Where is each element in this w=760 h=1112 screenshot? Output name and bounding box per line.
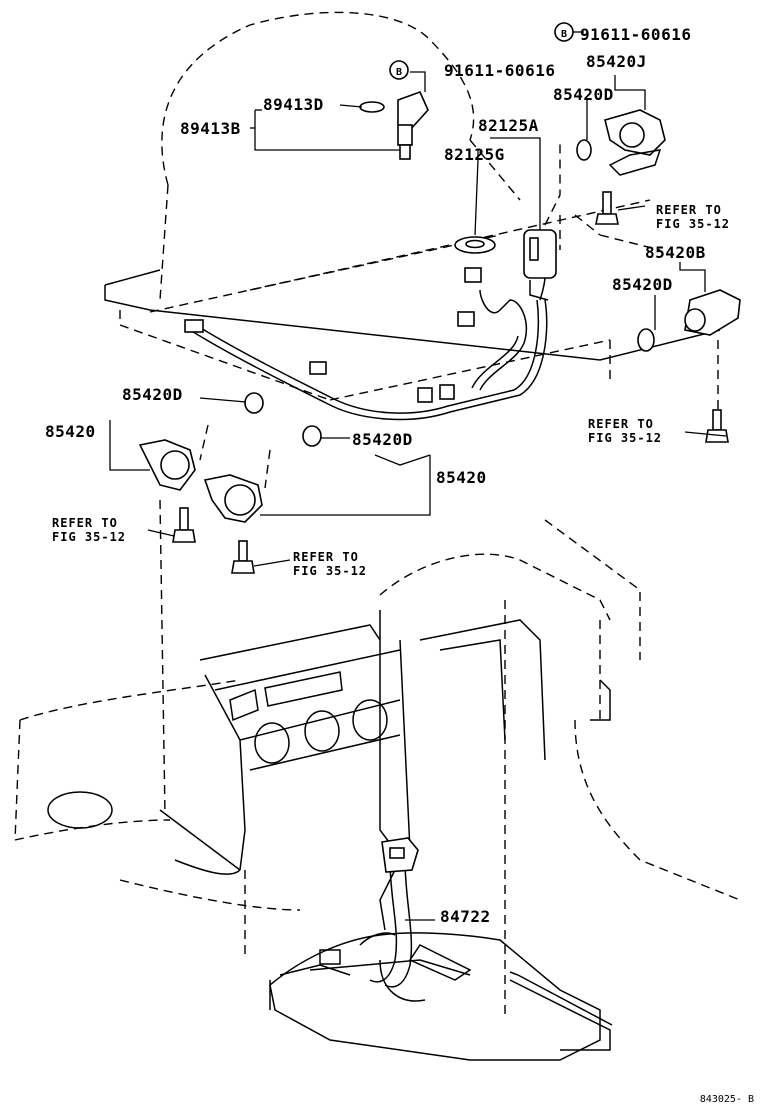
sensor-89413b xyxy=(359,90,429,160)
callout-85420-left: 85420 xyxy=(45,422,96,441)
callout-85420b: 85420B xyxy=(645,243,706,262)
bolt-icon xyxy=(595,191,619,225)
callout-85420-center: 85420 xyxy=(436,468,487,487)
grommet-82125g xyxy=(454,236,496,254)
refer-line2: FIG 35-12 xyxy=(656,217,730,231)
b-marker-label: B xyxy=(396,67,402,78)
callout-85420d-topright: 85420D xyxy=(553,85,614,104)
refer-note-4: REFER TO FIG 35-12 xyxy=(293,550,367,578)
refer-line2: FIG 35-12 xyxy=(293,564,367,578)
connector-f xyxy=(439,384,455,400)
connector-e xyxy=(417,387,433,403)
callout-84722: 84722 xyxy=(440,907,491,926)
connector-a xyxy=(184,319,204,333)
wire-harness xyxy=(184,229,557,421)
callout-89413b: 89413B xyxy=(180,119,241,138)
connector-d xyxy=(464,267,482,283)
refer-line2: FIG 35-12 xyxy=(588,431,662,445)
callout-91611-mid: 91611-60616 xyxy=(444,61,555,80)
figure-code: 843025- B xyxy=(700,1094,754,1105)
callout-85420d-left: 85420D xyxy=(122,385,183,404)
leader-lines-upper xyxy=(109,31,727,567)
refer-note-3: REFER TO FIG 35-12 xyxy=(52,516,126,544)
sensor-slot xyxy=(529,237,539,261)
bolt-icon xyxy=(172,507,196,543)
sensor-82125a xyxy=(523,229,557,279)
sensor-85420-center xyxy=(203,425,322,523)
center-console xyxy=(269,932,613,1061)
shift-lever-harness-84722 xyxy=(369,837,435,988)
connector-c xyxy=(457,311,475,327)
sensor-85420j xyxy=(576,109,666,176)
refer-note-1: REFER TO FIG 35-12 xyxy=(656,203,730,231)
refer-line1: REFER TO xyxy=(293,550,359,564)
callout-82125g: 82125G xyxy=(444,145,505,164)
refer-note-2: REFER TO FIG 35-12 xyxy=(588,417,662,445)
b-marker-top: B xyxy=(554,22,574,42)
callout-89413d: 89413D xyxy=(263,95,324,114)
bolt-icon xyxy=(231,540,255,574)
callout-85420d-right: 85420D xyxy=(612,275,673,294)
sensor-85420b xyxy=(637,289,741,420)
bolt-icon xyxy=(705,409,729,443)
callout-85420d-center: 85420D xyxy=(352,430,413,449)
refer-line1: REFER TO xyxy=(656,203,722,217)
refer-line1: REFER TO xyxy=(52,516,118,530)
sensor-85420-left xyxy=(138,392,264,491)
dashboard-outline xyxy=(14,499,741,1020)
callout-91611-top: 91611-60616 xyxy=(580,25,691,44)
connector-b xyxy=(309,361,327,375)
door-panel-outline xyxy=(104,11,721,401)
callout-85420j: 85420J xyxy=(586,52,647,71)
refer-line1: REFER TO xyxy=(588,417,654,431)
b-marker-label: B xyxy=(561,29,567,40)
b-marker-mid: B xyxy=(389,60,409,80)
refer-line2: FIG 35-12 xyxy=(52,530,126,544)
callout-82125a: 82125A xyxy=(478,116,539,135)
